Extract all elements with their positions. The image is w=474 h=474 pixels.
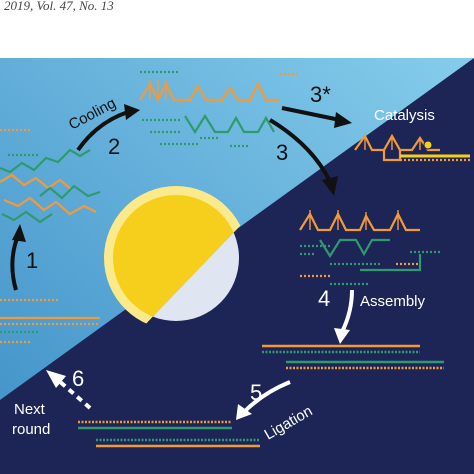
step-3star-number: 3* <box>310 82 331 107</box>
assembly-label: Assembly <box>360 293 426 310</box>
citation-header: 2019, Vol. 47, No. 13 <box>4 0 114 13</box>
melted-strands <box>0 128 101 344</box>
step-6-number: 6 <box>72 366 84 391</box>
next-round-label-line2: round <box>12 421 50 438</box>
step-3-number: 3 <box>276 140 288 165</box>
step-1-number: 1 <box>26 248 38 273</box>
step-2-number: 2 <box>108 134 120 159</box>
sun-moon-icon <box>104 186 248 330</box>
catalysis-label: Catalysis <box>374 107 435 124</box>
cycle-arrows <box>10 104 354 420</box>
arrow-step-2 <box>76 110 129 152</box>
arrow-step-3 <box>268 118 332 183</box>
arrow-step-3star <box>281 106 341 122</box>
folded-ribozymes <box>139 70 300 148</box>
assembled-complexes <box>299 210 440 286</box>
arrow-step-4 <box>340 289 354 333</box>
arrow-step-5 <box>242 380 291 414</box>
next-round-label-line1: Next <box>14 401 46 418</box>
ligated-duplexes <box>78 344 444 448</box>
step-4-number: 4 <box>318 286 330 311</box>
arrow-step-6 <box>56 378 92 410</box>
step-5-number: 5 <box>250 380 262 405</box>
catalysis-ribozyme <box>354 133 470 162</box>
catalysis-site-marker <box>423 140 433 150</box>
